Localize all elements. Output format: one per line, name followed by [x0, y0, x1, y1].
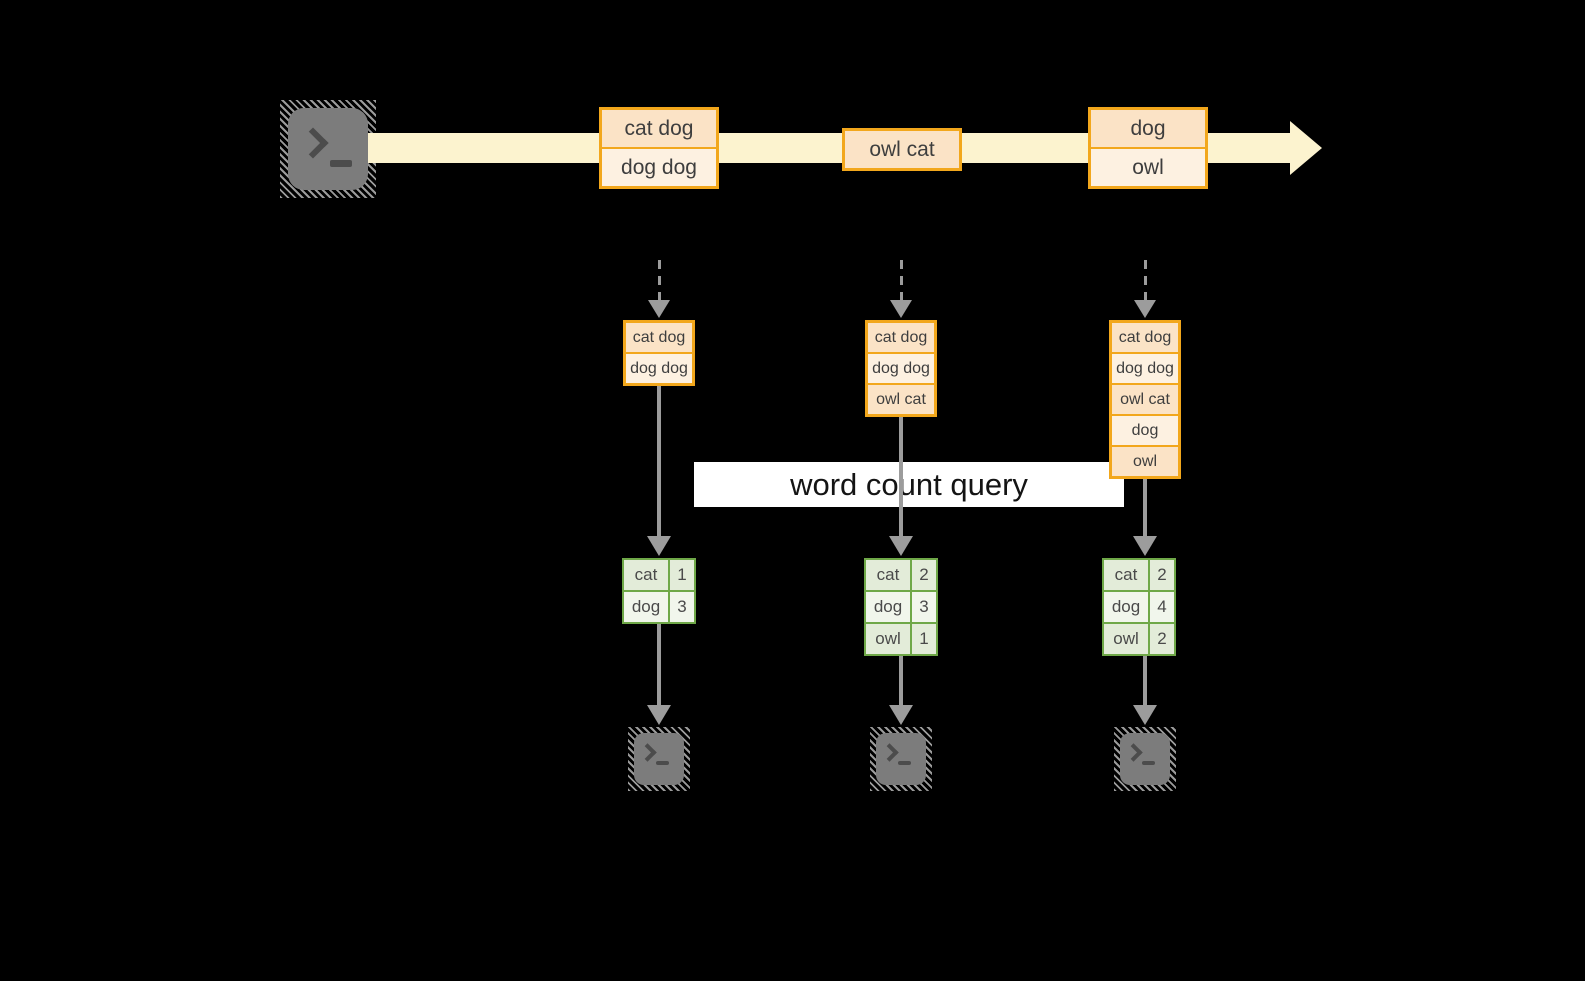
query-arrow-line	[657, 386, 661, 536]
arrowhead-icon	[647, 705, 671, 725]
terminal-screen	[876, 733, 926, 785]
dashed-arrow-line	[658, 260, 661, 300]
arrowhead-icon	[1133, 536, 1157, 556]
count-cell: 2	[1150, 624, 1174, 654]
input-buffer-3: cat dog dog dog owl cat dog owl	[1109, 320, 1181, 479]
stream-event-batch-2: owl cat	[842, 128, 962, 171]
event-line: owl	[1091, 147, 1205, 186]
count-cell: 3	[912, 592, 936, 622]
count-table-1: cat 1 dog 3	[622, 558, 696, 624]
buffer-line: dog	[1112, 414, 1178, 445]
input-buffer-1: cat dog dog dog	[623, 320, 695, 386]
sink-terminal-icon-1	[628, 727, 690, 791]
sink-terminal-icon-2	[870, 727, 932, 791]
buffer-line: cat dog	[1112, 323, 1178, 352]
buffer-line: dog dog	[626, 352, 692, 383]
stream-event-batch-1: cat dog dog dog	[599, 107, 719, 189]
word-cell: cat	[1104, 560, 1148, 590]
dashed-arrow-line	[1144, 260, 1147, 300]
output-arrow-line	[899, 656, 903, 705]
prompt-cursor-icon	[898, 761, 911, 765]
count-cell: 1	[670, 560, 694, 590]
count-cell: 4	[1150, 592, 1174, 622]
terminal-screen	[634, 733, 684, 785]
buffer-line: cat dog	[626, 323, 692, 352]
word-cell: dog	[866, 592, 910, 622]
terminal-screen	[288, 108, 368, 190]
word-cell: owl	[866, 624, 910, 654]
query-arrow-line	[1143, 479, 1147, 536]
word-cell: cat	[866, 560, 910, 590]
count-cell: 3	[670, 592, 694, 622]
source-terminal-icon	[280, 100, 376, 198]
stream-event-batch-3: dog owl	[1088, 107, 1208, 189]
terminal-screen	[1120, 733, 1170, 785]
buffer-line: owl	[1112, 445, 1178, 476]
output-arrow-line	[657, 624, 661, 705]
word-cell: cat	[624, 560, 668, 590]
event-line: cat dog	[602, 110, 716, 147]
word-cell: dog	[1104, 592, 1148, 622]
dashed-arrowhead-icon	[1134, 300, 1156, 318]
output-arrow-line	[1143, 656, 1147, 705]
sink-terminal-icon-3	[1114, 727, 1176, 791]
buffer-line: cat dog	[868, 323, 934, 352]
input-buffer-2: cat dog dog dog owl cat	[865, 320, 937, 417]
stream-arrowhead-icon	[1290, 121, 1322, 175]
dashed-arrowhead-icon	[648, 300, 670, 318]
buffer-line: owl cat	[1112, 383, 1178, 414]
query-label-banner: word count query	[694, 462, 1124, 507]
prompt-cursor-icon	[330, 160, 352, 167]
arrowhead-icon	[647, 536, 671, 556]
query-arrow-line	[899, 417, 903, 536]
buffer-line: dog dog	[1112, 352, 1178, 383]
event-line: dog dog	[602, 147, 716, 186]
count-cell: 2	[1150, 560, 1174, 590]
arrowhead-icon	[889, 705, 913, 725]
buffer-line: dog dog	[868, 352, 934, 383]
query-label: word count query	[790, 466, 1028, 502]
count-cell: 2	[912, 560, 936, 590]
count-table-3: cat 2 dog 4 owl 2	[1102, 558, 1176, 656]
word-cell: owl	[1104, 624, 1148, 654]
prompt-cursor-icon	[1142, 761, 1155, 765]
count-table-2: cat 2 dog 3 owl 1	[864, 558, 938, 656]
event-line: owl cat	[845, 131, 959, 168]
arrowhead-icon	[1133, 705, 1157, 725]
event-line: dog	[1091, 110, 1205, 147]
count-cell: 1	[912, 624, 936, 654]
dashed-arrowhead-icon	[890, 300, 912, 318]
prompt-cursor-icon	[656, 761, 669, 765]
word-cell: dog	[624, 592, 668, 622]
dashed-arrow-line	[900, 260, 903, 300]
buffer-line: owl cat	[868, 383, 934, 414]
arrowhead-icon	[889, 536, 913, 556]
